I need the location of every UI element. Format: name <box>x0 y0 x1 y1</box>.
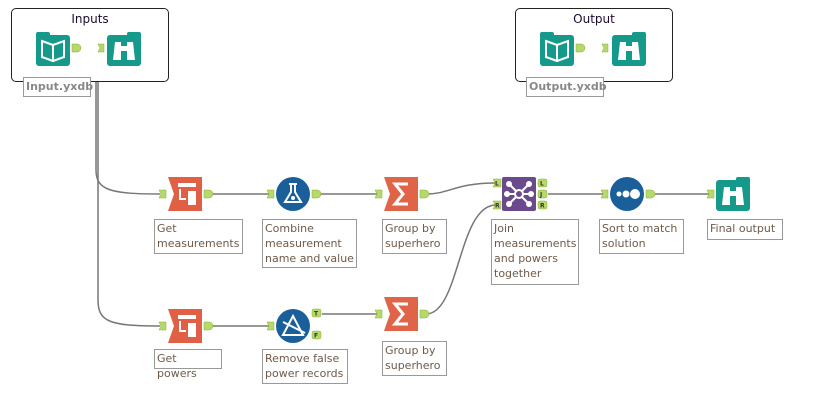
inputs-container[interactable]: Inputs <box>11 8 169 82</box>
summarize-tool-1[interactable] <box>384 177 418 211</box>
binoculars-icon <box>107 32 141 66</box>
select-icon <box>168 177 202 211</box>
tool-label: Get powers <box>154 349 222 380</box>
tool-label: Join measurements and powers together <box>491 219 579 285</box>
binoculars-icon <box>612 32 646 66</box>
select-icon <box>168 309 202 343</box>
filter-tool[interactable] <box>276 309 310 343</box>
tool-label: Group by superhero <box>382 341 447 376</box>
tool-label: Final output <box>707 219 783 240</box>
browse-tool[interactable] <box>107 32 141 66</box>
book-icon <box>540 32 574 66</box>
join-icon <box>502 177 536 211</box>
output-file-label: Output.yxdb <box>526 77 607 97</box>
sigma-icon <box>384 297 418 331</box>
tool-label: Combine measurement name and value <box>262 219 357 268</box>
tool-label: Get measurements <box>154 219 243 254</box>
sort-dots-icon <box>610 177 644 211</box>
wire-summarize1-to-join <box>425 182 497 195</box>
select-tool-powers[interactable] <box>168 309 202 343</box>
container-title: Inputs <box>71 12 109 26</box>
sort-tool[interactable] <box>610 177 644 211</box>
input-data-tool[interactable] <box>36 32 70 66</box>
binoculars-icon <box>716 177 750 211</box>
filter-icon <box>276 309 310 343</box>
book-icon <box>36 32 70 66</box>
summarize-tool-2[interactable] <box>384 297 418 331</box>
wire-summarize2-to-join <box>425 204 497 315</box>
container-title: Output <box>573 12 615 26</box>
tool-label: Group by superhero <box>382 219 447 254</box>
wire-input-to-select2 <box>81 47 161 327</box>
browse-tool-final[interactable] <box>716 177 750 211</box>
formula-tool[interactable] <box>276 177 310 211</box>
tool-label: Remove false power records <box>262 349 348 384</box>
input-file-label: Input.yxdb <box>23 77 93 97</box>
select-tool-measurements[interactable] <box>168 177 202 211</box>
output-container[interactable]: Output <box>515 8 673 82</box>
output-browse-tool[interactable] <box>612 32 646 66</box>
join-tool[interactable] <box>502 177 536 211</box>
flask-icon <box>276 177 310 211</box>
output-data-tool[interactable] <box>540 32 574 66</box>
tool-label: Sort to match solution <box>599 219 684 254</box>
sigma-icon <box>384 177 418 211</box>
